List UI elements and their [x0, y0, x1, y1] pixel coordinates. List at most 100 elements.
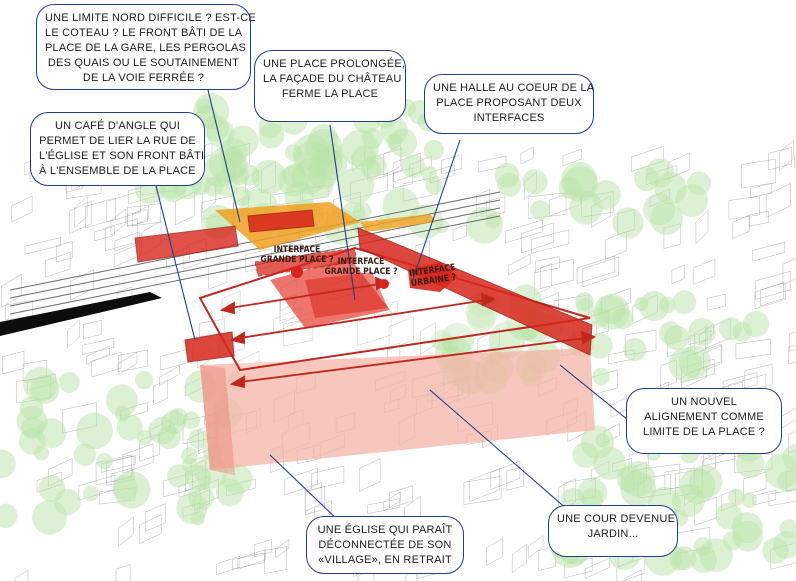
tree	[777, 470, 796, 493]
interface-center-marker	[379, 279, 389, 289]
building-sketch	[374, 300, 398, 318]
building-sketch	[357, 310, 392, 346]
tree	[30, 374, 60, 404]
building-sketch	[311, 465, 345, 490]
building-sketch	[732, 214, 750, 239]
text-line: UN NOUVEL	[671, 396, 737, 408]
tree	[643, 193, 676, 226]
building-sketch	[469, 468, 500, 502]
text-line: DE LA VOIE FERRÉE ?	[82, 72, 205, 84]
building-sketch	[81, 337, 115, 355]
tree	[467, 303, 496, 333]
tree	[688, 318, 716, 346]
tree	[134, 370, 154, 390]
building-sketch	[741, 158, 776, 189]
building-sketch	[216, 555, 241, 576]
tree	[252, 159, 287, 195]
tree	[380, 116, 408, 145]
tree	[645, 158, 675, 188]
tree	[664, 325, 690, 351]
tree	[678, 345, 711, 379]
building-sketch	[576, 255, 616, 284]
building-sketch	[695, 209, 709, 245]
tree	[735, 449, 765, 479]
tree	[593, 446, 627, 480]
tree	[284, 144, 302, 162]
building-sketch	[254, 539, 272, 558]
building-sketch	[748, 210, 770, 227]
leader-lines	[151, 89, 629, 523]
tree	[76, 412, 113, 450]
tree	[352, 201, 372, 221]
axis-arrows	[219, 276, 597, 389]
building-sketch	[221, 290, 241, 319]
tree	[220, 151, 248, 179]
building-sketch	[86, 345, 110, 365]
text-line: UN CAFÉ D'ANGLE QUI	[54, 120, 181, 132]
building-sketch	[74, 196, 88, 229]
building-sketch	[94, 226, 115, 242]
urban-interface-arrow	[408, 262, 458, 292]
building-sketch	[264, 546, 287, 574]
north-wall-mid	[254, 247, 357, 277]
building-sketch	[728, 195, 760, 220]
building-sketch	[508, 254, 531, 276]
tree	[592, 367, 611, 386]
text-line: PERMET DE LIER LA RUE DE	[39, 135, 196, 147]
building-sketch	[534, 263, 552, 296]
tree	[425, 177, 443, 195]
square-center-dark	[305, 272, 388, 318]
building-sketch	[505, 219, 543, 244]
tree	[58, 371, 80, 393]
building-sketch	[67, 319, 80, 349]
tree	[112, 475, 139, 502]
building-sketch	[145, 503, 166, 532]
tree	[718, 317, 743, 341]
text-line: À L'ENSEMBLE DE LA PLACE	[39, 165, 196, 177]
tree	[593, 293, 630, 330]
building-sketch	[199, 318, 226, 337]
tree	[672, 290, 697, 314]
tree	[572, 442, 599, 468]
building-sketch	[237, 549, 266, 570]
building-sketch	[232, 552, 265, 570]
building-sketch	[562, 148, 582, 167]
building-sketch	[626, 569, 643, 581]
building-sketch	[11, 195, 33, 223]
tree	[699, 538, 733, 573]
tree	[167, 464, 191, 488]
tree	[293, 140, 331, 178]
building-sketch	[126, 209, 148, 227]
tree	[639, 291, 670, 322]
tree	[732, 520, 763, 552]
building-sketch	[788, 344, 796, 365]
bubble-extended-square: UNE PLACE PROLONGÉE,LA FAÇADE DU CHÂTEAU…	[254, 50, 406, 122]
text-line: PLACE DE LA GARE, LES PERGOLAS	[45, 42, 247, 54]
building-sketch	[584, 557, 610, 579]
text-line: UNE HALLE AU COEUR DE LA	[433, 82, 595, 94]
building-sketch	[486, 538, 504, 566]
text-line: INTERFACES	[473, 112, 545, 124]
building-sketch	[44, 252, 71, 278]
tree	[623, 337, 647, 362]
building-sketch	[85, 197, 116, 229]
tree	[672, 546, 697, 571]
tree	[215, 478, 244, 507]
text-line: ALIGNEMENT COMME	[644, 411, 764, 423]
building-sketch	[110, 208, 127, 236]
building-sketch	[104, 218, 138, 252]
building-sketch	[117, 351, 138, 376]
building-sketch	[122, 443, 154, 474]
south-band-edge	[200, 365, 235, 475]
building-sketch	[101, 455, 136, 473]
building-sketch	[528, 535, 544, 558]
building-sketch	[511, 543, 527, 574]
building-sketch	[383, 491, 401, 512]
building-sketch	[115, 564, 131, 581]
building-sketch	[521, 222, 555, 254]
text-line: UNE LIMITE NORD DIFFICILE ? EST-CE	[45, 12, 256, 24]
building-sketch	[750, 183, 773, 199]
text-line: INTERFACE	[337, 257, 385, 267]
tree	[616, 465, 643, 493]
